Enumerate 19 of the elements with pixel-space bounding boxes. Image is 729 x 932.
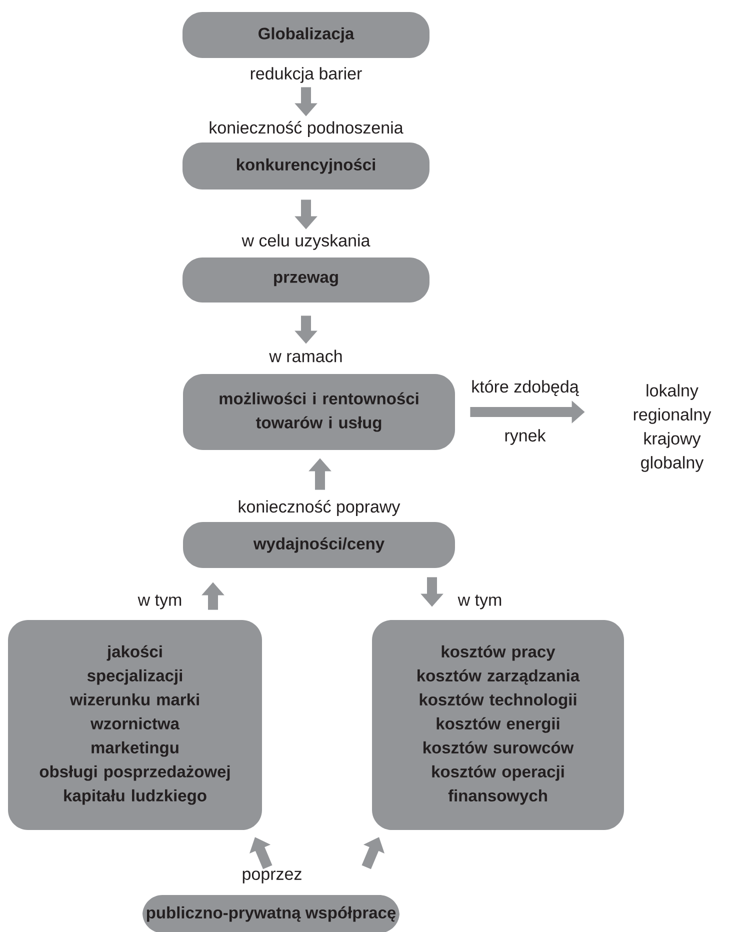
edge-label: w tym bbox=[138, 594, 182, 610]
caption-text: poprzez bbox=[242, 870, 302, 884]
rounded-box: Globalizacja bbox=[182, 12, 430, 58]
rounded-box: przewag bbox=[182, 258, 430, 302]
edge-label: w tym bbox=[458, 594, 502, 610]
rounded-box: kosztów pracy kosztów zarządzania kosztów technologii kosztów energii kosztów surowców kosztów operacji finansowych bbox=[372, 620, 624, 830]
rounded-box: możliwości i rentowności towarów i usług bbox=[183, 374, 455, 450]
rounded-box: konkurencyjności bbox=[182, 142, 430, 190]
rounded-box: wydajności/ceny bbox=[183, 522, 455, 568]
edge-label: które zdobędą bbox=[472, 380, 579, 396]
caption-text: konieczność poprawy bbox=[238, 500, 400, 516]
market-text: lokalny regionalny krajowy globalny bbox=[634, 384, 712, 472]
rounded-box: publiczno-prywatną współpracę bbox=[142, 895, 400, 932]
text-label: rynek bbox=[505, 429, 546, 445]
caption-text: konieczność podnoszenia bbox=[210, 120, 404, 138]
caption-text: w ramach bbox=[269, 350, 342, 362]
caption-text: redukcja barier bbox=[250, 67, 362, 83]
caption-text: w celu uzyskania bbox=[242, 234, 370, 250]
rounded-box: jakości specjalizacji wizerunku marki wzornictwa marketingu obsługi posprzedażowej kapitału ludzkiego bbox=[8, 620, 262, 830]
